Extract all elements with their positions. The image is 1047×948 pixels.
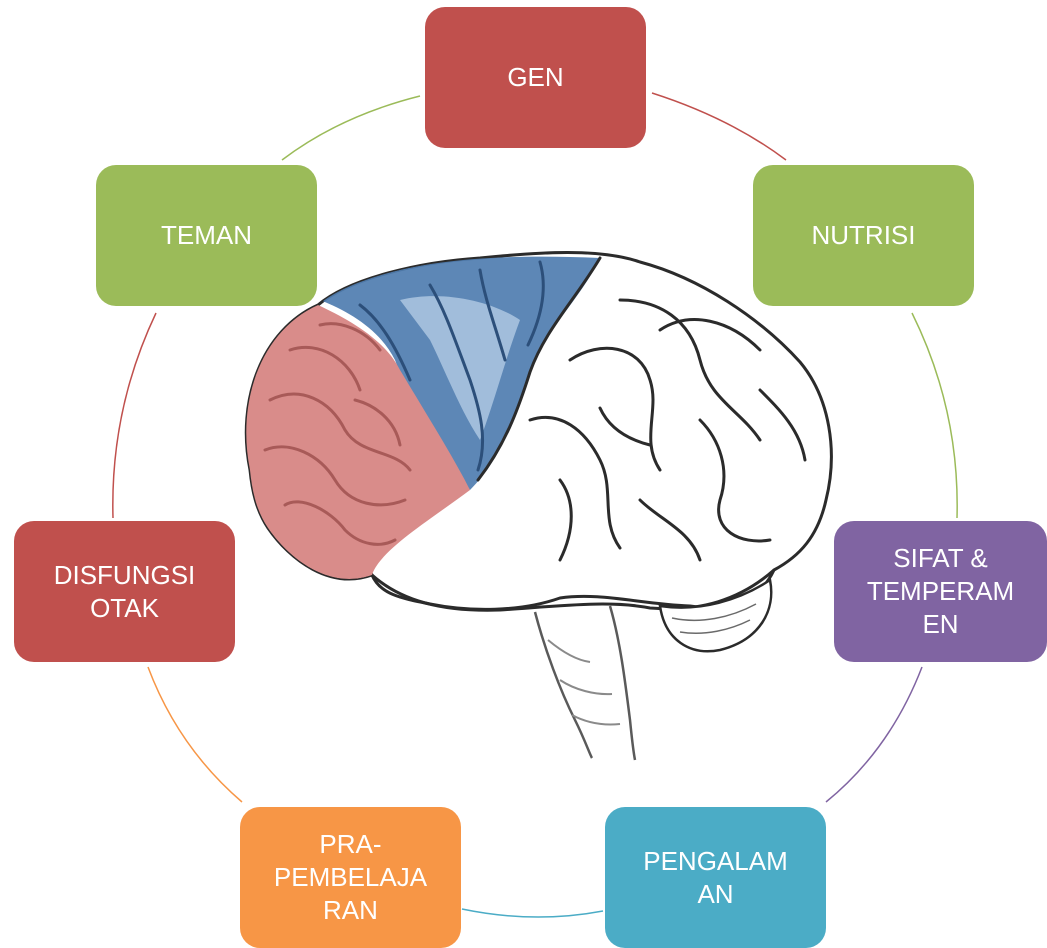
node-sifat-temperamen-label: SIFAT & TEMPERAM EN: [867, 542, 1014, 641]
node-disfungsi-otak: DISFUNGSI OTAK: [14, 521, 235, 662]
node-gen-label: GEN: [507, 61, 563, 94]
node-disfungsi-otak-label: DISFUNGSI OTAK: [54, 559, 196, 625]
node-sifat-temperamen: SIFAT & TEMPERAM EN: [834, 521, 1047, 662]
node-teman-label: TEMAN: [161, 219, 252, 252]
node-pengalaman: PENGALAM AN: [605, 807, 826, 948]
brain-stem: [535, 606, 635, 760]
node-teman: TEMAN: [96, 165, 317, 306]
node-pra-pembelajaran-label: PRA- PEMBELAJA RAN: [274, 828, 427, 927]
node-gen: GEN: [425, 7, 646, 148]
node-nutrisi-label: NUTRISI: [812, 219, 916, 252]
node-pengalaman-label: PENGALAM AN: [643, 845, 788, 911]
node-nutrisi: NUTRISI: [753, 165, 974, 306]
node-pra-pembelajaran: PRA- PEMBELAJA RAN: [240, 807, 461, 948]
